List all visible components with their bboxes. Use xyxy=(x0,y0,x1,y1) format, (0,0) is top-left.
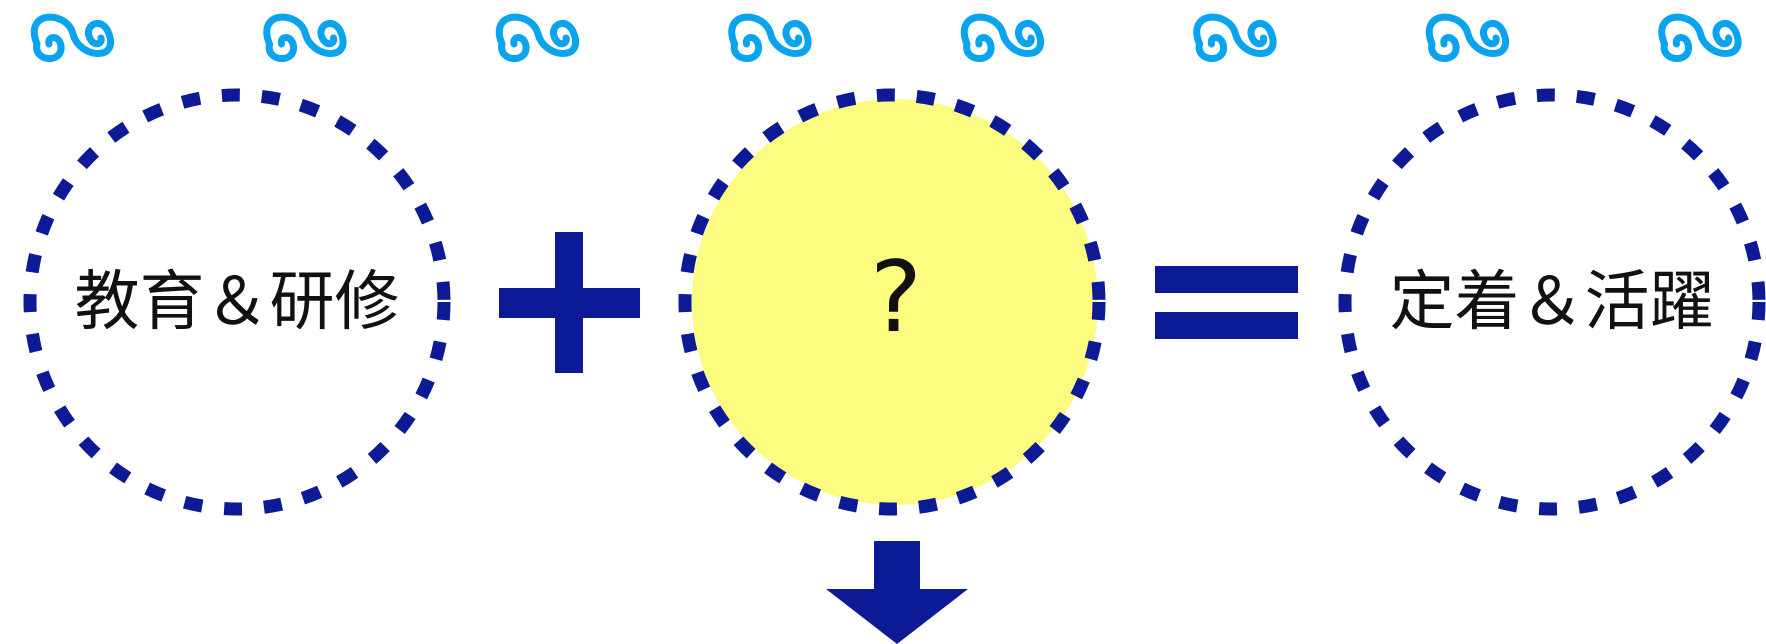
swirl-icon xyxy=(499,17,575,58)
arrow-down-icon xyxy=(826,541,968,644)
circle-result: 定着＆活躍 xyxy=(1345,95,1759,509)
circle-label-unknown: ? xyxy=(870,241,922,355)
circle-label-education: 教育＆研修 xyxy=(74,265,399,340)
ornament-row xyxy=(34,17,1738,58)
swirl-icon xyxy=(964,17,1040,58)
swirl-icon xyxy=(732,17,808,58)
swirl-icon xyxy=(1429,17,1505,58)
swirl-icon xyxy=(1662,17,1738,58)
equals-icon xyxy=(1155,266,1298,339)
circle-unknown: ? xyxy=(685,95,1099,509)
circle-label-result: 定着＆活躍 xyxy=(1389,265,1714,340)
circle-education: 教育＆研修 xyxy=(30,95,444,509)
swirl-icon xyxy=(34,17,110,58)
plus-icon xyxy=(499,232,640,373)
swirl-icon xyxy=(1197,17,1273,58)
swirl-icon xyxy=(267,17,343,58)
